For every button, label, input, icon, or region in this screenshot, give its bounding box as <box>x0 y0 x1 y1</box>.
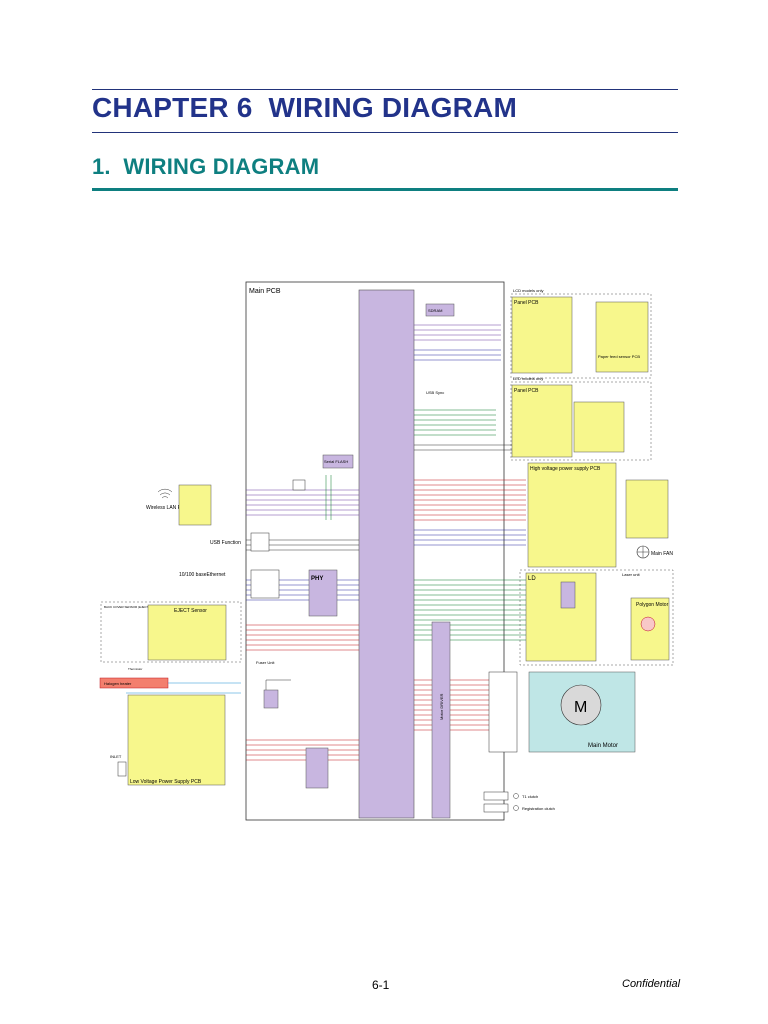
inlet-label: INLET <box>110 754 122 759</box>
paper-feed-sensor-pcb <box>595 301 649 373</box>
wifi-icon <box>157 488 173 499</box>
panel-pcb-led-label: Panel PCB <box>514 388 539 394</box>
hv-sub-pcb <box>625 479 669 539</box>
header-rule-top <box>92 89 678 90</box>
ld-driver-chip <box>560 581 576 609</box>
hv-power-supply-label: High voltage power supply PCB <box>530 466 601 472</box>
led-models-label: LED models only <box>513 376 543 381</box>
t1-clutch-label: T1 clutch <box>522 794 538 799</box>
registration-clutch-icon <box>513 805 519 811</box>
back-cover-label: BACK COVER SENSOR (EJECT SENSOR) <box>104 605 163 609</box>
registration-clutch-connector <box>483 803 509 813</box>
chapter-title: CHAPTER 6 WIRING DIAGRAM <box>92 92 517 123</box>
header-rule-bottom <box>92 132 678 133</box>
polygon-motor-pcb <box>630 597 670 661</box>
sdram-label: SDRAM <box>428 308 442 313</box>
main-fan-label: Main FAN <box>651 551 673 557</box>
connector-usb <box>250 532 270 552</box>
chip-u3 <box>292 479 306 491</box>
page-number: 6-1 <box>372 978 390 992</box>
main-motor-symbol: M <box>574 699 587 716</box>
eject-sensor-label: EJECT Sensor <box>174 608 207 614</box>
wireless-lan-label: Wireless LAN PCB <box>146 505 189 511</box>
paper-feed-sensor-pcb-2 <box>573 401 625 453</box>
phy-label: PHY <box>311 576 323 582</box>
panel-pcb-lcd-label: Panel PCB <box>514 300 539 306</box>
motor-connector <box>488 671 518 753</box>
polygon-motor-label: Polygon Motor <box>636 602 669 608</box>
laser-unit-group <box>519 569 674 666</box>
section-rule <box>92 188 678 191</box>
main-motor-icon <box>560 684 602 726</box>
motor-driver-block <box>431 621 451 819</box>
chip-u2 <box>305 747 329 789</box>
soc-block <box>358 289 415 819</box>
serial-flash-block <box>322 454 354 469</box>
usb-sync-label: USB Sync <box>426 390 444 395</box>
motor-driver-label: Motor DRIVER <box>439 693 444 720</box>
fuser-unit-label: Fuser Unit <box>256 660 275 665</box>
wire-bundles <box>246 324 526 761</box>
section-title: 1. WIRING DIAGRAM <box>92 154 320 179</box>
eject-sensor-pcb <box>147 604 227 661</box>
connector-ethernet <box>250 569 280 599</box>
ld-label: LD <box>528 576 536 582</box>
chip-u1 <box>263 689 279 709</box>
polygon-motor-icon <box>640 616 656 632</box>
lcd-models-group <box>510 293 652 379</box>
thermistor-label: Thermistor <box>128 667 142 671</box>
fuser-wires <box>126 682 241 694</box>
confidential-label: Confidential <box>622 978 681 990</box>
lv-power-supply-label: Low Voltage Power Supply PCB <box>130 779 202 785</box>
inlet-connector <box>117 761 127 777</box>
main-motor-label: Main Motor <box>588 743 618 749</box>
hv-power-supply-pcb <box>527 462 617 568</box>
halogen-heater-label: Halogen heater <box>104 681 132 686</box>
lv-power-supply-pcb <box>127 694 226 786</box>
paper-feed-sensor-label: Paper feed sensor PCB <box>598 354 640 359</box>
lcd-models-label: LCD models only <box>513 288 543 293</box>
panel-pcb-lcd <box>511 296 573 374</box>
registration-clutch-label: Registration clutch <box>522 806 555 811</box>
laser-unit-label: Laser unit <box>622 572 640 577</box>
wireless-lan-pcb <box>178 484 212 526</box>
wiring-diagram: Main PCB SDRAM USB Sync Serial FLASH PHY… <box>99 281 674 821</box>
sdram-block <box>425 303 455 317</box>
phy-chip <box>308 569 338 617</box>
main-pcb-outline <box>245 281 505 821</box>
usb-function-label: USB Function <box>210 540 241 546</box>
t1-clutch-connector <box>483 791 509 801</box>
ethernet-label: 10/100 baseEthernet <box>179 572 226 578</box>
t1-clutch-icon <box>513 793 519 799</box>
main-pcb-label: Main PCB <box>249 288 281 295</box>
led-models-group <box>510 381 652 461</box>
serial-flash-label: Serial FLASH <box>324 459 348 464</box>
eject-sensor-group <box>100 601 242 663</box>
panel-pcb-led <box>511 384 573 458</box>
